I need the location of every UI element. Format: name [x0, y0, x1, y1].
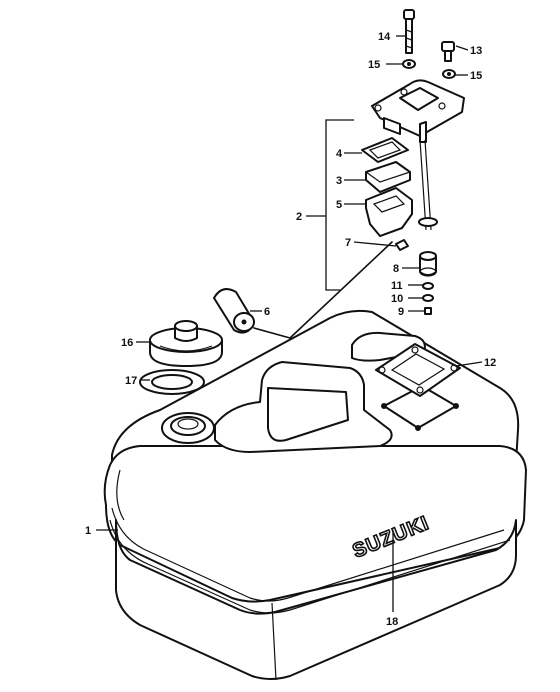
callout-2: 2	[296, 211, 302, 223]
callout-15-right: 15	[470, 70, 482, 82]
callout-1: 1	[85, 525, 91, 537]
leader-lines	[96, 35, 483, 612]
callout-17: 17	[125, 375, 137, 387]
callout-9: 9	[398, 306, 404, 318]
part-9-screw	[424, 307, 432, 315]
gauge-top-cover	[371, 79, 465, 143]
part-16-filler-cap	[149, 320, 223, 367]
callout-13: 13	[470, 45, 482, 57]
gauge-mount-pad	[381, 385, 459, 431]
part-8-grommet	[419, 251, 437, 277]
part-12-gasket	[375, 343, 461, 397]
callout-labels: 1 2 3 4 5 6 7 8 9 10 11 12 13 14 15 15 1…	[85, 31, 496, 628]
carry-handle	[214, 331, 426, 453]
callout-16: 16	[121, 337, 133, 349]
part-15-washer-right	[442, 69, 456, 79]
part-15-washer-left	[402, 59, 416, 69]
part-11-washer	[422, 282, 434, 290]
callout-4: 4	[336, 148, 343, 160]
part-17-cap-gasket	[139, 369, 205, 395]
callout-10: 10	[391, 293, 403, 305]
gauge-rod	[418, 139, 438, 231]
callout-11: 11	[391, 280, 403, 292]
callout-7: 7	[345, 237, 351, 249]
callout-5: 5	[336, 199, 342, 211]
part-6-float	[213, 241, 393, 339]
callout-8: 8	[393, 263, 399, 275]
fuel-gauge-assembly	[361, 137, 413, 251]
filler-neck	[161, 412, 215, 444]
callout-14: 14	[378, 31, 391, 43]
part-14-bolt	[403, 9, 415, 54]
callout-15-left: 15	[368, 59, 380, 71]
callout-18: 18	[386, 616, 398, 628]
callout-12: 12	[484, 357, 496, 369]
callout-6: 6	[264, 306, 270, 318]
assembly-bracket-2	[325, 119, 354, 291]
callout-3: 3	[336, 175, 342, 187]
part-10-washer	[422, 294, 434, 302]
part-13-screw	[441, 41, 455, 62]
